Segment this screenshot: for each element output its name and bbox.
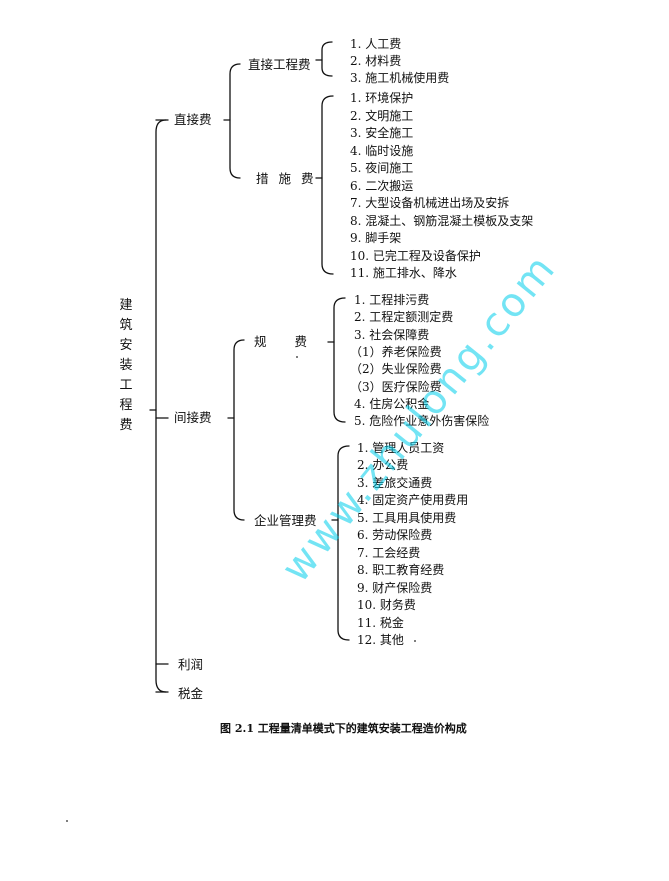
enterprise-item: 3. 差旅交通费 <box>357 476 433 490</box>
measures-item: 5. 夜间施工 <box>350 161 414 175</box>
node-indirect-cost: 间接费 <box>174 410 212 425</box>
measures-item: 11. 施工排水、降水 <box>350 266 457 280</box>
enterprise-brace <box>337 445 350 641</box>
regulatory-item: （1）养老保险费 <box>350 345 442 359</box>
measures-item: 2. 文明施工 <box>350 109 414 123</box>
measures-item: 3. 安全施工 <box>350 126 414 140</box>
enterprise-item: 8. 职工教育经费 <box>357 563 445 577</box>
indirect-brace <box>233 339 245 521</box>
enterprise-item: 11. 税金 <box>357 616 404 630</box>
node-regulatory-fees: 规费 <box>254 334 336 349</box>
speck <box>414 640 416 642</box>
node-tax: 税金 <box>178 686 204 701</box>
enterprise-item: 9. 财产保险费 <box>357 581 433 595</box>
root-brace <box>155 119 167 693</box>
node-measures: 措施费 <box>256 171 324 186</box>
regulatory-item: （3）医疗保险费 <box>350 380 442 394</box>
enterprise-item: 10. 财务费 <box>357 598 416 612</box>
regulatory-item: 4. 住房公积金 <box>354 397 430 411</box>
direct-engineering-brace <box>321 41 333 77</box>
direct-engineering-item: 3. 施工机械使用费 <box>350 71 450 85</box>
regulatory-item: 2. 工程定额测定费 <box>354 310 454 324</box>
direct-engineering-item: 1. 人工费 <box>350 37 402 51</box>
measures-item: 1. 环境保护 <box>350 91 414 105</box>
enterprise-item: 1. 管理人员工资 <box>357 441 445 455</box>
enterprise-item: 5. 工具用具使用费 <box>357 511 457 525</box>
enterprise-item: 2. 办公费 <box>357 458 409 472</box>
node-profit: 利润 <box>178 657 204 672</box>
measures-item: 7. 大型设备机械进出场及安拆 <box>350 196 510 210</box>
figure-caption: 图 2.1 工程量清单模式下的建筑安装工程造价构成 <box>220 722 467 735</box>
node-direct-engineering: 直接工程费 <box>248 57 311 72</box>
speck <box>296 356 298 358</box>
regulatory-item: 3. 社会保障费 <box>354 328 430 342</box>
regulatory-brace <box>333 297 346 423</box>
measures-item: 6. 二次搬运 <box>350 179 414 193</box>
node-enterprise-management: 企业管理费 <box>254 513 317 528</box>
direct-brace <box>229 63 241 179</box>
measures-item: 8. 混凝土、钢筋混凝土模板及支架 <box>350 214 534 228</box>
measures-item: 9. 脚手架 <box>350 231 402 245</box>
regulatory-item: （2）失业保险费 <box>350 362 442 376</box>
regulatory-item: 1. 工程排污费 <box>354 293 430 307</box>
measures-item: 4. 临时设施 <box>350 144 414 158</box>
enterprise-item: 6. 劳动保险费 <box>357 528 433 542</box>
measures-brace <box>321 95 334 275</box>
node-direct-cost: 直接费 <box>174 112 212 127</box>
enterprise-item: 12. 其他 <box>357 633 404 647</box>
measures-item: 10. 已完工程及设备保护 <box>350 249 481 263</box>
regulatory-item: 5. 危险作业意外伤害保险 <box>354 414 490 428</box>
root-node-label: 建筑安装工程费 <box>119 298 133 433</box>
direct-engineering-item: 2. 材料费 <box>350 54 402 68</box>
speck <box>66 820 68 822</box>
enterprise-item: 7. 工会经费 <box>357 546 421 560</box>
enterprise-item: 4. 固定资产使用费用 <box>357 493 469 507</box>
